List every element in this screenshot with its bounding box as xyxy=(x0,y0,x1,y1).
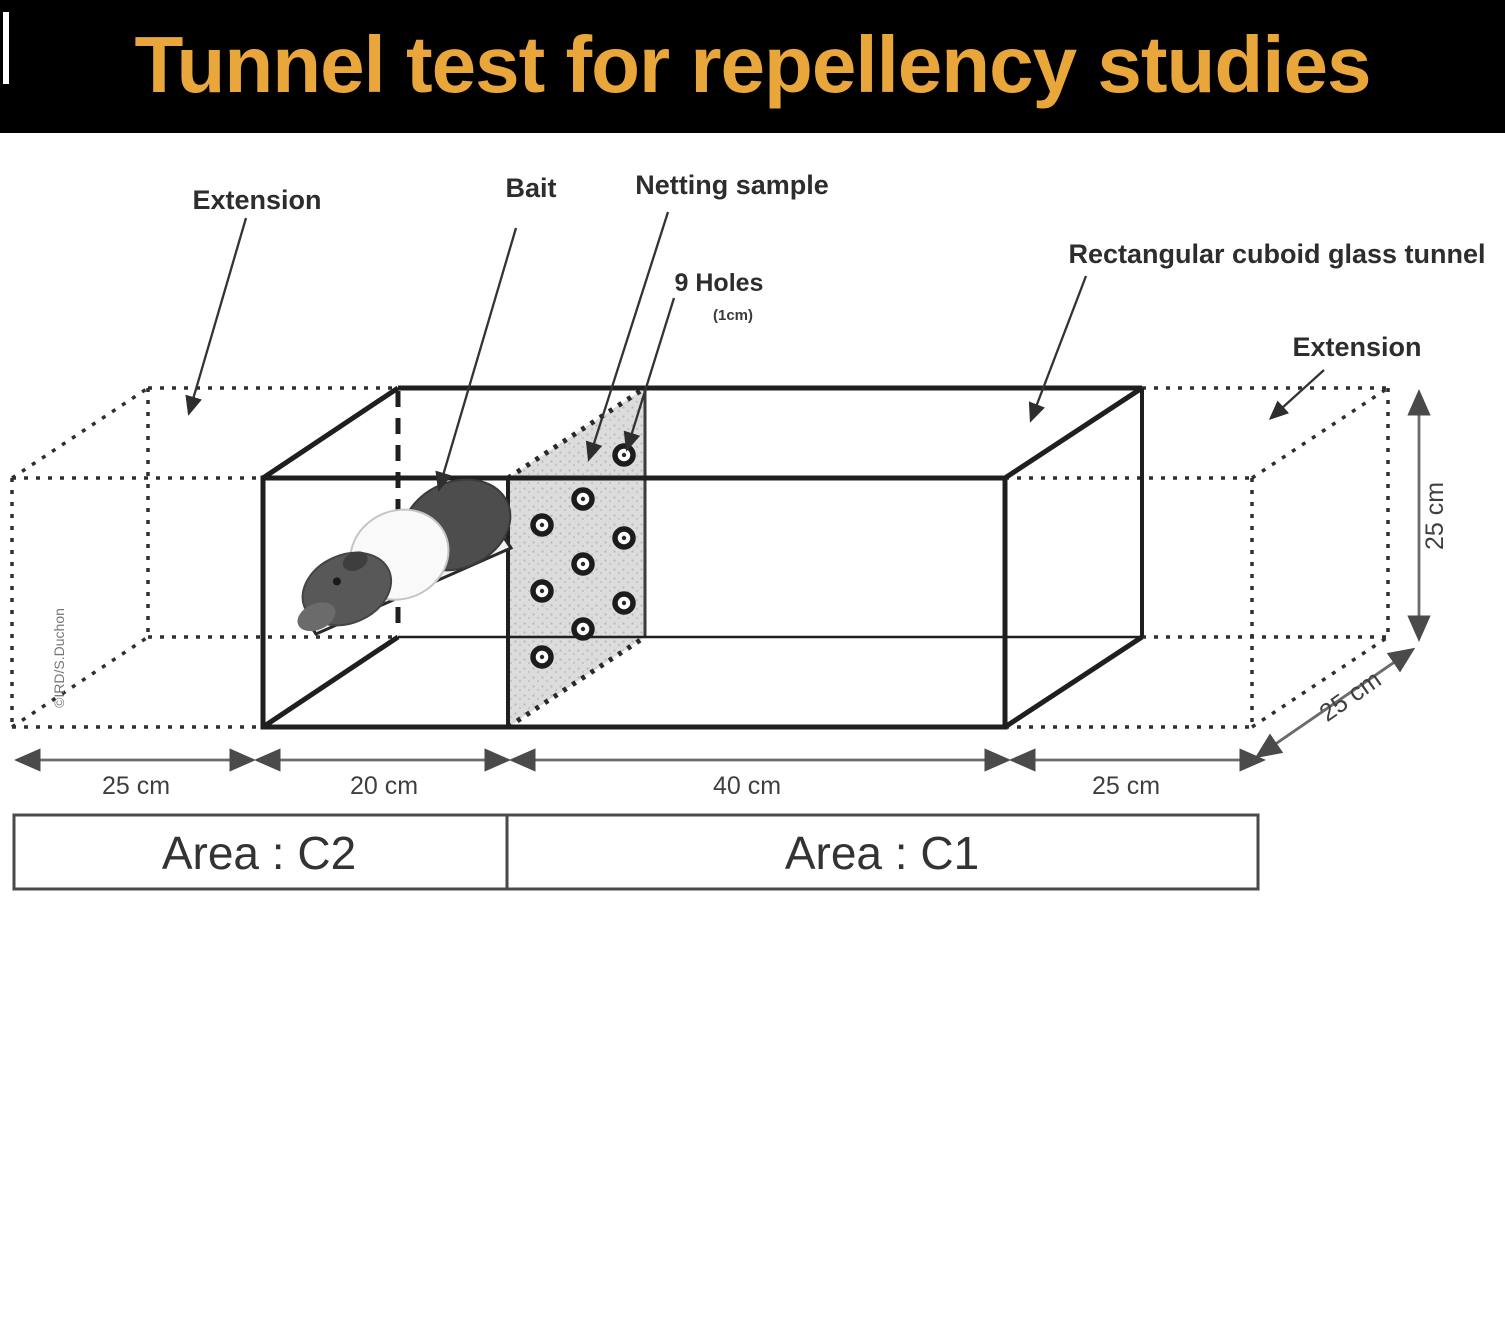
bait-animal xyxy=(297,478,514,636)
label-netting-sample: Netting sample xyxy=(635,170,829,200)
dim-main-chamber: 40 cm xyxy=(713,772,781,800)
label-arrows xyxy=(185,211,1325,492)
label-bait: Bait xyxy=(505,173,556,203)
dim-right-extension: 25 cm xyxy=(1092,772,1160,800)
label-extension-right: Extension xyxy=(1292,332,1421,362)
dim-bait-chamber: 20 cm xyxy=(350,772,418,800)
dim-tunnel-depth: 25 cm xyxy=(1314,665,1386,727)
area-table: Area : C2 Area : C1 xyxy=(12,813,1260,891)
image-credit: ©IRD/S.Duchon xyxy=(51,608,67,708)
label-hole-size: (1cm) xyxy=(713,307,753,324)
left-extension-box xyxy=(10,386,397,729)
label-nine-holes: 9 Holes xyxy=(675,269,764,297)
area-c1-label: Area : C1 xyxy=(785,827,979,879)
title-bar: Tunnel test for repellency studies xyxy=(0,0,1505,133)
netting-holes xyxy=(530,443,636,669)
label-extension-left: Extension xyxy=(192,185,321,215)
dim-left-extension: 25 cm xyxy=(102,772,170,800)
area-c2-label: Area : C2 xyxy=(162,827,356,879)
dimension-lines xyxy=(14,389,1431,772)
title-bar-notch xyxy=(3,12,9,84)
netting-hole-centers xyxy=(539,452,627,660)
label-glass-tunnel: Rectangular cuboid glass tunnel xyxy=(1068,239,1485,269)
dim-tunnel-height: 25 cm xyxy=(1421,482,1449,550)
guinea-pig xyxy=(297,478,512,632)
page-title: Tunnel test for repellency studies xyxy=(134,19,1372,109)
